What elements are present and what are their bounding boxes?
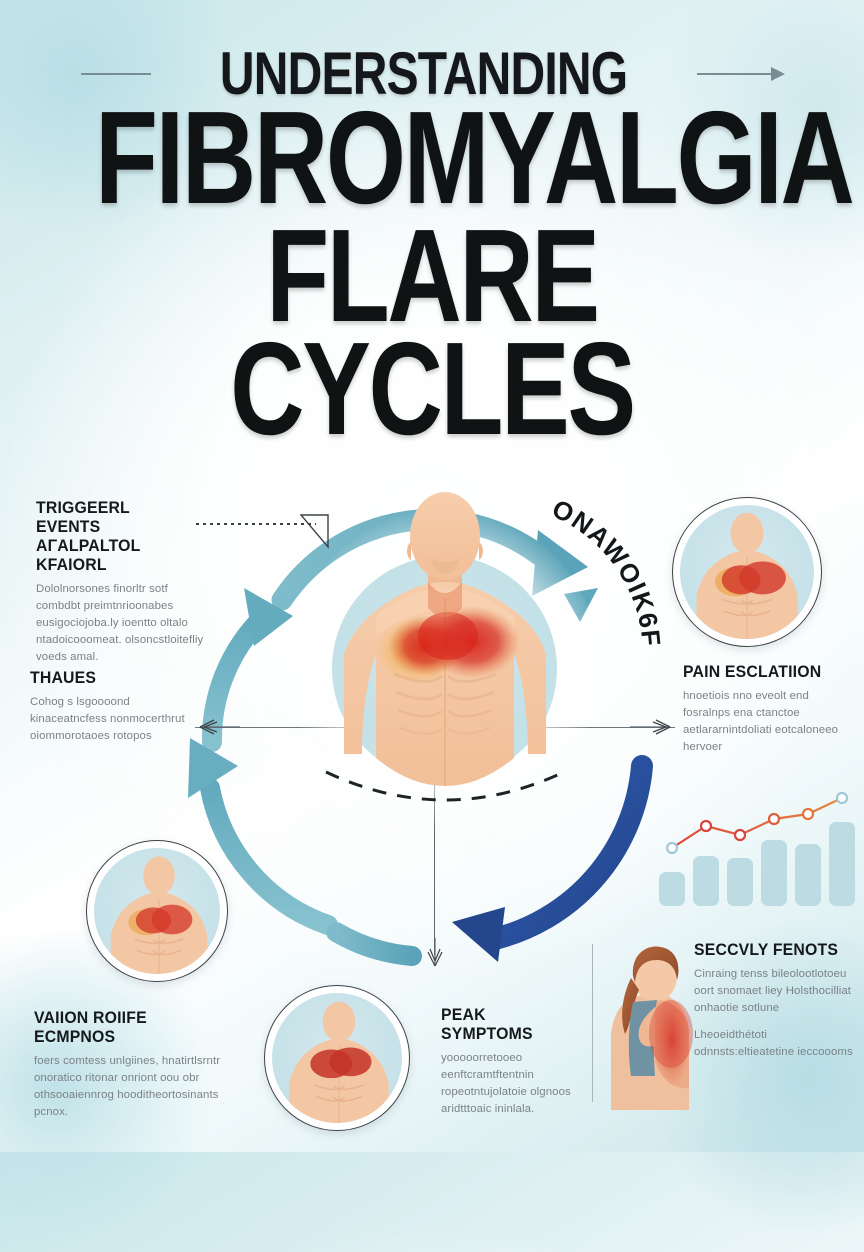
block-body: Dololnorsones finorltr sotf combdbt prei…: [36, 583, 204, 663]
badge-pain-escalation: [672, 497, 822, 647]
title-line-1: FIBROMYALGIA: [95, 84, 855, 232]
page-title: FIBROMYALGIA FLARE CYCLES: [0, 84, 864, 463]
badge-inner-disc: [680, 505, 814, 639]
central-body-illustration: [290, 492, 600, 828]
chart-markers: [665, 791, 849, 855]
arrow-down-icon: [427, 938, 443, 967]
flare-trend-chart: [659, 791, 855, 906]
woman-shoulder-pain-illustration: [611, 946, 693, 1110]
block-body: yooooorretooeo eenftcramtftentnin ropeot…: [441, 1052, 571, 1115]
title-line-2: FLARE CYCLES: [230, 201, 636, 463]
rule-left-decor: [81, 72, 152, 75]
block-heading: TRIGGEERL EVENTS AΓALPALTOL KFAIORL: [36, 498, 141, 575]
badge-inner-disc: [94, 848, 220, 974]
block-thaues: THAUES Cohog s lsgoooond kinaceatncfess …: [30, 668, 198, 745]
block-heading: PAIN ESCLATIION: [683, 662, 822, 681]
block-pain-escalation: PAIN ESCLATIION hnoetiois nno eveolt end…: [683, 662, 855, 756]
arrow-left-icon: [199, 719, 240, 735]
badge-peak-symptoms: [264, 985, 410, 1131]
vertical-divider: [592, 944, 594, 1102]
torso-figure: [325, 492, 565, 802]
block-heading: SECCVLY FENOTS: [694, 940, 839, 959]
badge-torso-icon: [289, 1001, 389, 1123]
block-peak-symptoms: PEAK SYMPTOMS yooooorretooeo eenftcramtf…: [441, 1005, 591, 1118]
block-heading: VAIION ROIIFE ECMPNOS: [34, 1008, 147, 1047]
badge-inner-disc: [272, 993, 402, 1123]
block-trigger-events: TRIGGEERL EVENTS AΓALPALTOL KFAIORL Dolo…: [36, 498, 208, 666]
chart-bars: [659, 822, 855, 906]
badge-torso-icon: [696, 512, 798, 639]
bracket-corner-icon: [300, 514, 329, 549]
arrow-right-icon: [630, 719, 671, 735]
block-heading: PEAK SYMPTOMS: [441, 1005, 533, 1044]
kicker-text: UNDERSTANDING: [220, 40, 628, 107]
chart-trend-line: [671, 797, 843, 849]
badge-torso-icon: [110, 856, 208, 974]
block-valley-phase: VAIION ROIIFE ECMPNOS foers comtess unlg…: [34, 1008, 230, 1121]
block-body: hnoetiois nno eveolt end fosralnps ena c…: [683, 690, 839, 753]
poster-header: UNDERSTANDING FIBROMYALGIA FLARE CYCLES: [0, 40, 864, 463]
arrow-right-decor-icon: [696, 66, 785, 81]
block-heading: THAUES: [30, 668, 97, 687]
block-body: foers comtess unlgiines, hnatirtlsrntr o…: [34, 1055, 221, 1118]
block-body: Cohog s lsgoooond kinaceatncfess nonmoce…: [30, 696, 185, 742]
block-body-1: Cinraing tenss bileolootlotoeu oort snom…: [694, 968, 852, 1014]
dotted-leader-line: [196, 523, 316, 525]
block-body-2: Lheoeidthétoti odnnsts:eltieatetine iecc…: [694, 1028, 853, 1058]
block-secondary-events: SECCVLY FENOTS Cinraing tenss bileolootl…: [694, 940, 854, 1060]
kicker-row: UNDERSTANDING: [0, 40, 864, 107]
badge-valley-phase: [86, 840, 228, 982]
